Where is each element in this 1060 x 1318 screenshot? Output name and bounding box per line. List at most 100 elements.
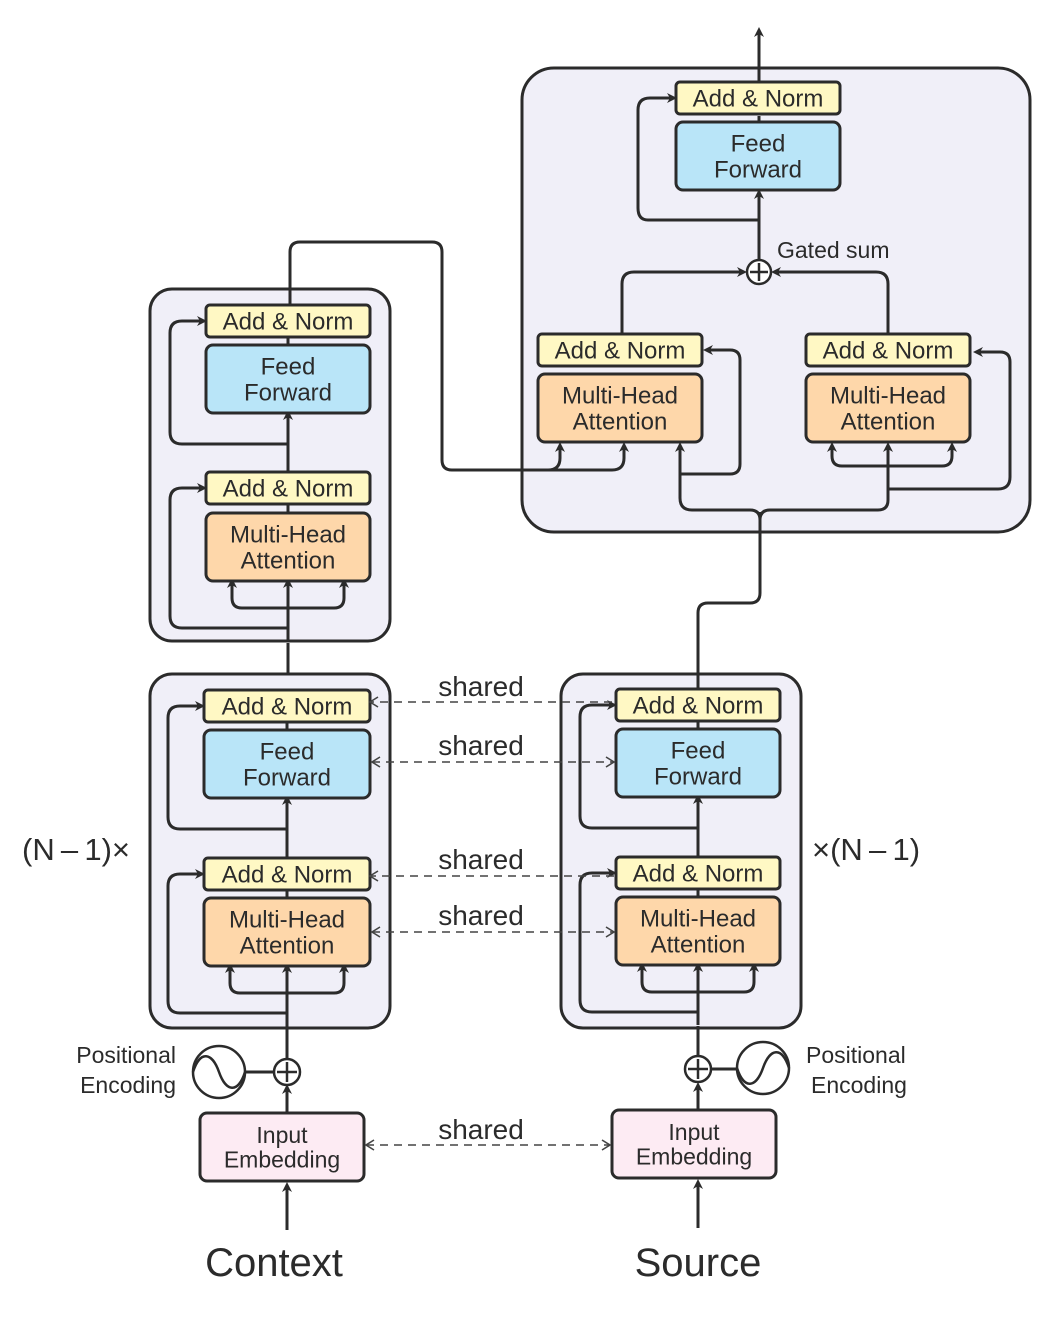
- wire: [698, 962, 759, 994]
- wire: [578, 868, 698, 1014]
- repeat-left-label: (N – 1)×: [22, 832, 130, 867]
- context-top-encoder-add-norm-bottom-label: Add & Norm: [223, 476, 354, 503]
- source-to-left-attention: [675, 442, 762, 521]
- context-input-embedding-box: [198, 1111, 366, 1183]
- decoder-left-multi-head-attention-label-line1: Multi-Head: [562, 383, 678, 410]
- decoder-right-multi-head-attention-box: [804, 372, 972, 444]
- context-top-encoder-add-norm-top: Add & Norm: [204, 303, 372, 339]
- context-label: Context: [205, 1241, 343, 1285]
- wire: [827, 442, 888, 468]
- decoder-left-add-norm: Add & Norm: [536, 332, 704, 368]
- source-input-embedding-box: [610, 1108, 778, 1180]
- context-encoder-frame: [148, 672, 392, 1030]
- decoder-add-norm-top: Add & Norm: [674, 80, 842, 116]
- source-encoder-multi-head-attention-box: [614, 895, 782, 967]
- source-encoder-add-norm-top-box: [614, 687, 782, 723]
- positional-encoding-icon: [191, 1044, 247, 1100]
- positional-label-line2: Encoding: [811, 1072, 907, 1098]
- wire: [287, 963, 349, 995]
- positional-label-line1: Positional: [76, 1042, 176, 1068]
- source-encoder-add-norm-top: Add & Norm: [614, 687, 782, 723]
- source-encoder-add-norm-bottom-label: Add & Norm: [633, 861, 764, 888]
- decoder-feed-forward-label-line1: Feed: [731, 131, 786, 158]
- context-top-encoder-multi-head-attention-label-line1: Multi-Head: [230, 522, 346, 549]
- source-encoder-feed-forward-label-line2: Forward: [654, 764, 742, 791]
- source-to-right-attention: [758, 442, 893, 521]
- context-top-encoder-multi-head-attention-box: [204, 511, 372, 583]
- wire: [168, 316, 288, 446]
- source-encoder-multi-head-attention-label-line1: Multi-Head: [640, 906, 756, 933]
- gated-sum-icon: [745, 258, 773, 286]
- context-encoder-multi-head-attention-box: [202, 896, 372, 968]
- connection-wires: [166, 27, 1012, 1230]
- sum-icon: [272, 1057, 302, 1087]
- source-encoder-add-norm-top-label: Add & Norm: [633, 693, 764, 720]
- positional-encoding-label-right: Positional Encoding: [806, 1042, 907, 1098]
- positional-encoding-label-left: Positional Encoding: [76, 1042, 176, 1098]
- left-to-gated-sum: [620, 267, 747, 334]
- context-encoder-feed-forward-box: [202, 728, 372, 800]
- decoder-right-add-norm-label: Add & Norm: [823, 338, 954, 365]
- decoder-feed-forward-label-line2: Forward: [714, 157, 802, 184]
- context-encoder-add-norm-top: Add & Norm: [202, 688, 372, 724]
- decoder-right-multi-head-attention-label-line1: Multi-Head: [830, 383, 946, 410]
- source-input-embedding-label-line1: Input: [668, 1119, 720, 1145]
- context-top-encoder-feed-forward-box: [204, 343, 372, 415]
- context-top-encoder-add-norm-bottom-box: [204, 470, 372, 506]
- sum-icon: [683, 1054, 713, 1084]
- context-top-encoder-add-norm-bottom: Add & Norm: [204, 470, 372, 506]
- source-input-embedding-label-line2: Embedding: [636, 1144, 752, 1170]
- wire: [166, 869, 287, 1015]
- context-top-encoder-frame: [148, 287, 392, 643]
- context-encoder-add-norm-bottom-label: Add & Norm: [222, 862, 353, 889]
- context-top-encoder-multi-head-attention-label-line2: Attention: [241, 548, 336, 575]
- decoder-left-multi-head-attention-box: [536, 372, 704, 444]
- decoder-feed-forward-box: [674, 120, 842, 192]
- gated-sum-label: Gated sum: [777, 237, 890, 263]
- context-input-embedding-label-line2: Embedding: [224, 1147, 340, 1173]
- source-encoder-multi-head-attention-label-line2: Attention: [651, 932, 746, 959]
- positional-label-line2: Encoding: [80, 1072, 176, 1098]
- wire: [227, 578, 288, 610]
- context-encoder-feed-forward-label-line2: Forward: [243, 765, 331, 792]
- context-input-embedding-label-line1: Input: [256, 1122, 308, 1148]
- source-to-decoder: [696, 512, 762, 689]
- wire: [166, 701, 287, 831]
- decoder-ff-residual: [636, 93, 759, 222]
- wire: [225, 963, 287, 995]
- right-to-gated-sum: [771, 267, 890, 334]
- shared-label: shared: [438, 671, 524, 702]
- decoder-right-multi-head-attention-label-line2: Attention: [841, 409, 936, 436]
- decoder-add-norm-top-box: [674, 80, 842, 116]
- shared-label: shared: [438, 730, 524, 761]
- context-top-encoder-add-norm-top-label: Add & Norm: [223, 309, 354, 336]
- context-encoder-multi-head-attention-label-line2: Attention: [240, 933, 335, 960]
- wire: [288, 578, 349, 610]
- context-top-encoder-feed-forward-label-line2: Forward: [244, 380, 332, 407]
- decoder-right-residual: [888, 347, 1012, 491]
- shared-label: shared: [438, 1114, 524, 1145]
- source-encoder-add-norm-bottom-box: [614, 855, 782, 891]
- positional-label-line1: Positional: [806, 1042, 906, 1068]
- decoder-right-add-norm-box: [804, 332, 972, 368]
- decoder-left-add-norm-label: Add & Norm: [555, 338, 686, 365]
- context-encoder-add-norm-top-label: Add & Norm: [222, 694, 353, 721]
- wire: [168, 483, 288, 630]
- context-encoder-multi-head-attention-label-line1: Multi-Head: [229, 907, 345, 934]
- source-encoder-feed-forward-box: [614, 727, 782, 799]
- wire: [637, 962, 698, 994]
- decoder-left-residual: [680, 345, 742, 476]
- context-top-encoder-add-norm-top-box: [204, 303, 372, 339]
- decoder-left-add-norm-box: [536, 332, 704, 368]
- source-label: Source: [635, 1241, 762, 1285]
